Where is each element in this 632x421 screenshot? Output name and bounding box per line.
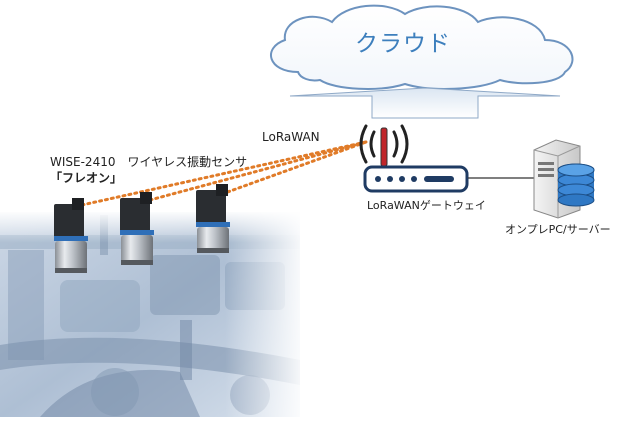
link-sensor-3 [220,140,368,196]
upload-arrow [289,87,561,119]
sensor-label: WISE-2410 ワイヤレス振動センサ [50,155,248,169]
cloud-label: クラウド [355,31,451,57]
database-icon [557,163,595,207]
wireless-signal-icon [359,124,409,164]
link-sensor-2 [148,140,368,202]
cloud-shape [270,4,574,90]
gateway-label: LoRaWANゲートウェイ [367,199,486,212]
lorawan-links [80,140,368,207]
gateway-router-icon [363,165,469,193]
server-icon [533,139,595,219]
vibration-sensor-3 [196,184,230,253]
vibration-sensor-2 [120,192,154,265]
server-label: オンプレPC/サーバー [505,223,611,236]
vibration-sensor-1 [54,198,88,273]
lorawan-link-label: LoRaWAN [262,130,320,144]
antenna-icon [380,127,388,167]
sensor-product-name: 「フレオン」 [50,171,123,185]
link-sensor-1 [80,140,368,207]
